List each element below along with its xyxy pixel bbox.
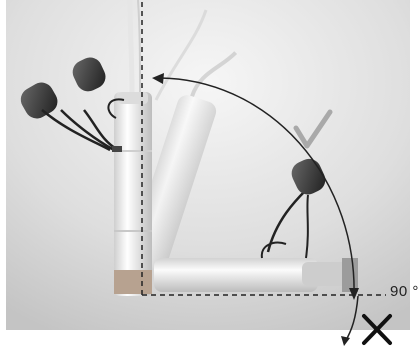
rotation-arc (160, 78, 354, 296)
cross-mark-icon (364, 316, 390, 343)
forbidden-arc (345, 296, 358, 342)
arc-arrowhead-top (152, 73, 164, 84)
check-mark-icon (296, 112, 330, 146)
angle-label: 90 ° (390, 283, 419, 300)
